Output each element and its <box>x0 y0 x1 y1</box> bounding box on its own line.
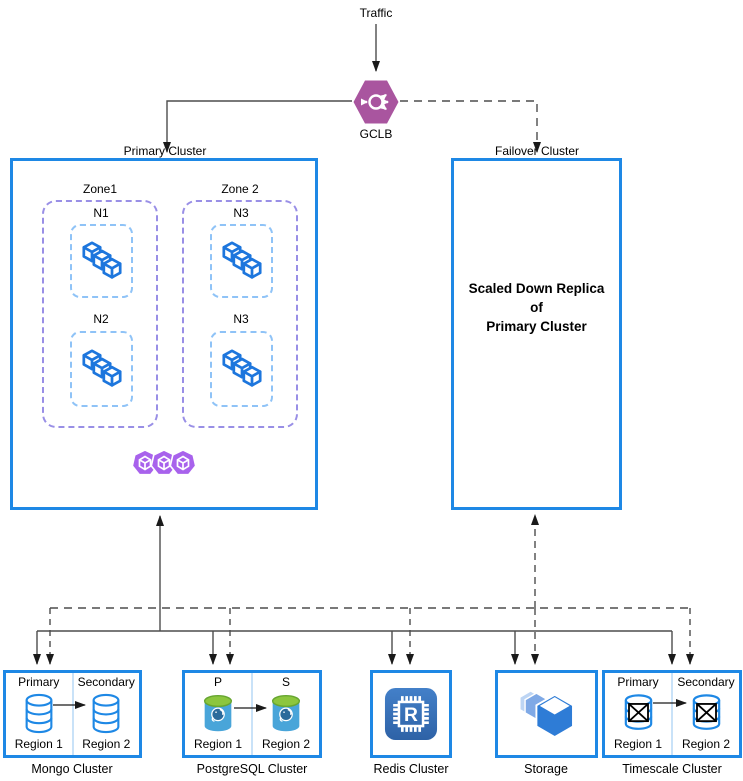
failover-description: Scaled Down Replica of Primary Cluster <box>454 279 619 336</box>
node-n1-box[interactable] <box>70 224 133 298</box>
timescale-primary-region-label: Region 1 <box>613 737 663 751</box>
postgresql-cluster-caption: PostgreSQL Cluster <box>196 762 308 776</box>
mongo-cluster-box[interactable]: Primary Region 1 Secondary Region 2 <box>3 670 142 758</box>
mongodb-database-icon <box>92 693 120 733</box>
redis-memorystore-icon: R <box>384 687 438 741</box>
workload-cubes-icon <box>221 241 262 279</box>
node-n3b-box[interactable] <box>210 331 273 407</box>
redis-letter: R <box>404 705 418 726</box>
node-n2-label: N2 <box>93 312 109 326</box>
timescale-cluster-box[interactable]: Primary Region 1 Secondary <box>602 670 742 758</box>
mongo-primary-column: Primary Region 1 <box>6 673 72 755</box>
gclb-load-balancer-icon[interactable] <box>352 78 400 126</box>
postgres-secondary-role-label: S <box>281 675 290 689</box>
mongo-secondary-region-label: Region 2 <box>82 737 131 751</box>
failover-line3: Primary Cluster <box>486 319 587 334</box>
postgres-primary-role-label: P <box>213 675 222 689</box>
mongo-primary-role-label: Primary <box>18 675 60 689</box>
redis-cluster-box[interactable]: R <box>370 670 452 758</box>
timescale-secondary-role-label: Secondary <box>677 675 735 689</box>
divider <box>251 673 253 755</box>
failover-line1: Scaled Down Replica <box>468 281 605 296</box>
zone2-box[interactable] <box>182 200 298 428</box>
postgres-secondary-column: S Region 2 <box>253 673 319 755</box>
postgres-primary-region-label: Region 1 <box>193 737 243 751</box>
mongo-cluster-caption: Mongo Cluster <box>31 762 113 776</box>
node-n1-label: N1 <box>93 206 109 220</box>
zone2-label: Zone 2 <box>221 182 259 196</box>
timescale-secondary-column: Secondary Region 2 <box>673 673 739 755</box>
failover-cluster-box[interactable]: Scaled Down Replica of Primary Cluster <box>451 158 622 510</box>
timescale-primary-column: Primary Region 1 <box>605 673 671 755</box>
storage-caption: Storage <box>524 762 568 776</box>
divider <box>671 673 673 755</box>
node-n3b-label: N3 <box>233 312 249 326</box>
postgresql-icon <box>271 694 301 731</box>
workload-cubes-icon <box>81 241 122 279</box>
redis-cluster-caption: Redis Cluster <box>373 762 449 776</box>
storage-bucket-icon <box>520 691 574 739</box>
zone1-box[interactable] <box>42 200 158 428</box>
postgres-secondary-region-label: Region 2 <box>261 737 311 751</box>
mongodb-database-icon <box>25 693 53 733</box>
postgresql-icon <box>203 694 233 731</box>
timescale-primary-role-label: Primary <box>617 675 659 689</box>
primary-cluster-label: Primary Cluster <box>123 144 207 158</box>
failover-line2: of <box>530 300 543 315</box>
failover-cluster-label: Failover Cluster <box>494 144 580 158</box>
storage-box[interactable] <box>495 670 598 758</box>
node-n3a-label: N3 <box>233 206 249 220</box>
gclb-label: GCLB <box>359 127 393 141</box>
workload-cubes-icon <box>81 349 122 387</box>
zone1-label: Zone1 <box>82 182 118 196</box>
timescale-db-icon <box>624 694 652 730</box>
traffic-label: Traffic <box>359 6 393 20</box>
node-n2-box[interactable] <box>70 331 133 407</box>
timescale-secondary-region-label: Region 2 <box>681 737 731 751</box>
timescale-cluster-caption: Timescale Cluster <box>622 762 722 776</box>
workload-cubes-icon <box>221 349 262 387</box>
divider <box>71 673 74 755</box>
node-n3a-box[interactable] <box>210 224 273 298</box>
postgres-primary-column: P Region 1 <box>185 673 251 755</box>
mongo-secondary-role-label: Secondary <box>77 675 135 689</box>
postgresql-cluster-box[interactable]: P Region 1 S Region 2 <box>182 670 322 758</box>
pods-icon[interactable] <box>131 446 197 480</box>
mongo-primary-region-label: Region 1 <box>14 737 63 751</box>
timescale-db-icon <box>692 694 720 730</box>
mongo-secondary-column: Secondary Region 2 <box>74 673 140 755</box>
